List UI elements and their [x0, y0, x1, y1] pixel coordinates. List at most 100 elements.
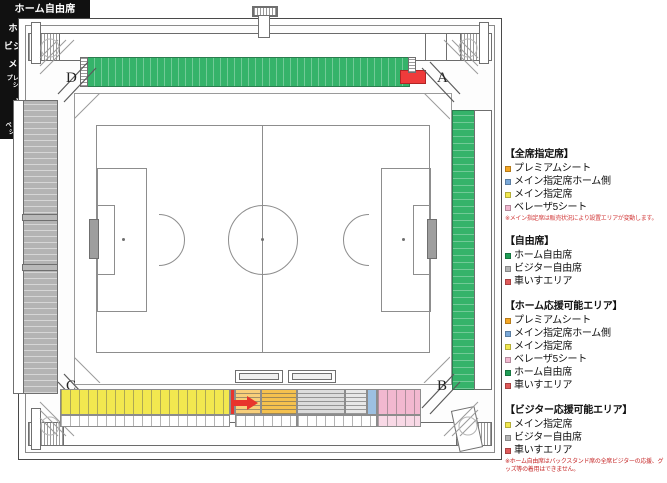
- legend-item-label: 車いすエリア: [514, 380, 573, 392]
- legend-item-label: プレミアムシート: [514, 315, 591, 327]
- corner-letter-d: D: [66, 70, 77, 86]
- penalty-spot-left: [122, 238, 125, 241]
- legend-swatch-icon: [505, 434, 511, 441]
- legend-item[interactable]: ビジター自由席: [505, 262, 665, 275]
- legend-swatch-icon: [505, 252, 511, 259]
- legend-item-label: 車いすエリア: [514, 445, 573, 457]
- legend-swatch-icon: [505, 265, 511, 272]
- legend-swatch-icon: [505, 356, 511, 363]
- west-stand-divider-top: [22, 214, 58, 221]
- legend-swatch-icon: [505, 317, 511, 324]
- goal-left: [89, 219, 99, 259]
- legend-swatch-icon: [505, 382, 511, 389]
- legend-item-label: メイン指定席: [514, 341, 573, 353]
- legend-title: 【全席指定席】: [505, 149, 574, 160]
- legend-item[interactable]: ベレーザ5シート: [505, 201, 665, 214]
- legend-section-home-supporter: 【ホーム応援可能エリア】 プレミアムシート メイン指定席ホーム側 メイン指定席 …: [505, 297, 665, 392]
- corner-letter-c: C: [66, 378, 77, 394]
- legend-title: 【ビジター応援可能エリア】: [505, 405, 633, 417]
- legend-item[interactable]: プレミアムシート: [505, 314, 665, 327]
- legend-item-label: メイン指定席: [514, 419, 573, 431]
- legend-item[interactable]: 車いすエリア: [505, 275, 665, 288]
- northwest-pillar: [31, 22, 41, 64]
- stadium-seating-map: A B C D ホーム自由席 ホーム自由: [0, 0, 663, 473]
- legend-section-all-reserved: 【全席指定席】 プレミアムシート メイン指定席ホーム側 メイン指定席 ベレーザ5…: [505, 145, 665, 223]
- north-stand-label: ホーム自由席: [0, 0, 90, 19]
- legend-title: 【自由席】: [505, 236, 554, 248]
- east-stand-home-free[interactable]: [452, 110, 476, 390]
- west-stand-outer-wall: [13, 100, 24, 394]
- legend-title: 【ホーム応援可能エリア】: [505, 301, 623, 313]
- legend-item-label: ベレーザ5シート: [514, 354, 587, 366]
- east-stand-outer-wall: [474, 110, 492, 390]
- legend-swatch-icon: [505, 330, 511, 337]
- legend-swatch-icon: [505, 178, 511, 185]
- direction-arrow-icon: [233, 396, 258, 410]
- legend-section-free-seats: 【自由席】 ホーム自由席 ビジター自由席 車いすエリア: [505, 232, 665, 288]
- legend-item[interactable]: ベレーザ5シート: [505, 353, 665, 366]
- main-reserved-yellow-left-lower[interactable]: [60, 415, 230, 427]
- bereza-seat-block[interactable]: [377, 389, 421, 415]
- reserved-gray-block-2[interactable]: [345, 389, 367, 415]
- legend-swatch-icon: [505, 278, 511, 285]
- bereza-lower-row[interactable]: [377, 415, 421, 427]
- corner-walls: [39, 38, 479, 437]
- legend-swatch-icon: [505, 421, 511, 428]
- main-home-blue-block[interactable]: [367, 389, 377, 415]
- goal-right: [427, 219, 437, 259]
- reserved-lower-row[interactable]: [297, 415, 377, 427]
- legend-item[interactable]: ビジター自由席: [505, 431, 665, 444]
- legend-section-visitor-supporter: 【ビジター応援可能エリア】 メイン指定席 ビジター自由席 車いすエリア ※ホーム…: [505, 401, 665, 474]
- pitch: [96, 125, 431, 353]
- legend-item[interactable]: メイン指定席: [505, 418, 665, 431]
- north-stand-home-free[interactable]: [86, 57, 410, 87]
- legend-note: ※ホーム自由席はバックスタンド席の全席ビジターの応援、グッズ等の着用はできません…: [505, 459, 664, 474]
- legend: 【全席指定席】 プレミアムシート メイン指定席ホーム側 メイン指定席 ベレーザ5…: [505, 145, 665, 483]
- legend-item-label: メイン指定席ホーム側: [514, 176, 611, 187]
- northeast-pillar: [479, 22, 489, 64]
- north-tower-hatch: [253, 7, 277, 16]
- southwest-pillar: [31, 408, 41, 450]
- bench-right-inner: [292, 373, 332, 380]
- legend-swatch-icon: [505, 165, 511, 172]
- north-stand-end-left: [80, 57, 88, 87]
- legend-swatch-icon: [505, 191, 511, 198]
- legend-item[interactable]: ホーム自由席: [505, 366, 665, 379]
- reserved-gray-block-1[interactable]: [297, 389, 345, 415]
- legend-item[interactable]: メイン指定席ホーム側: [505, 175, 665, 188]
- premium-block-b[interactable]: [261, 389, 297, 415]
- bench-left-inner: [239, 373, 279, 380]
- north-roof-box: [425, 33, 447, 61]
- corner-letter-a: A: [437, 70, 448, 86]
- legend-item-label: メイン指定席ホーム側: [514, 328, 611, 340]
- legend-swatch-icon: [505, 204, 511, 211]
- corner-letter-b: B: [437, 378, 448, 394]
- legend-item-label: 車いすエリア: [514, 276, 573, 288]
- legend-item[interactable]: プレミアムシート: [505, 162, 665, 175]
- legend-item-label: メイン指定席: [514, 189, 573, 200]
- legend-item-label: ビジター自由席: [514, 432, 582, 444]
- legend-item-label: ホーム自由席: [514, 250, 572, 262]
- pitch-corner-cuts: [74, 93, 450, 383]
- penalty-spot-right: [402, 238, 405, 241]
- legend-item[interactable]: 車いすエリア: [505, 379, 665, 392]
- legend-item[interactable]: メイン指定席: [505, 188, 665, 201]
- center-spot: [261, 238, 264, 241]
- legend-item[interactable]: メイン指定席ホーム側: [505, 327, 665, 340]
- north-stand-end-right: [408, 57, 416, 73]
- legend-item[interactable]: ホーム自由席: [505, 249, 665, 262]
- legend-item[interactable]: 車いすエリア: [505, 444, 665, 457]
- legend-swatch-icon: [505, 369, 511, 376]
- main-reserved-yellow-left[interactable]: [60, 389, 230, 415]
- premium-lower-row[interactable]: [235, 415, 297, 427]
- west-stand-divider-bottom: [22, 264, 58, 271]
- center-circle: [228, 205, 298, 275]
- legend-item-label: プレミアムシート: [514, 163, 591, 174]
- legend-swatch-icon: [505, 343, 511, 350]
- legend-note: ※メイン指定席は販売状況により設置エリアが変動します。: [505, 216, 658, 222]
- legend-item-label: ホーム自由席: [514, 367, 572, 379]
- legend-item-label: ベレーザ5シート: [514, 202, 587, 213]
- legend-item[interactable]: メイン指定席: [505, 340, 665, 353]
- legend-item-label: ビジター自由席: [514, 263, 582, 275]
- legend-swatch-icon: [505, 447, 511, 454]
